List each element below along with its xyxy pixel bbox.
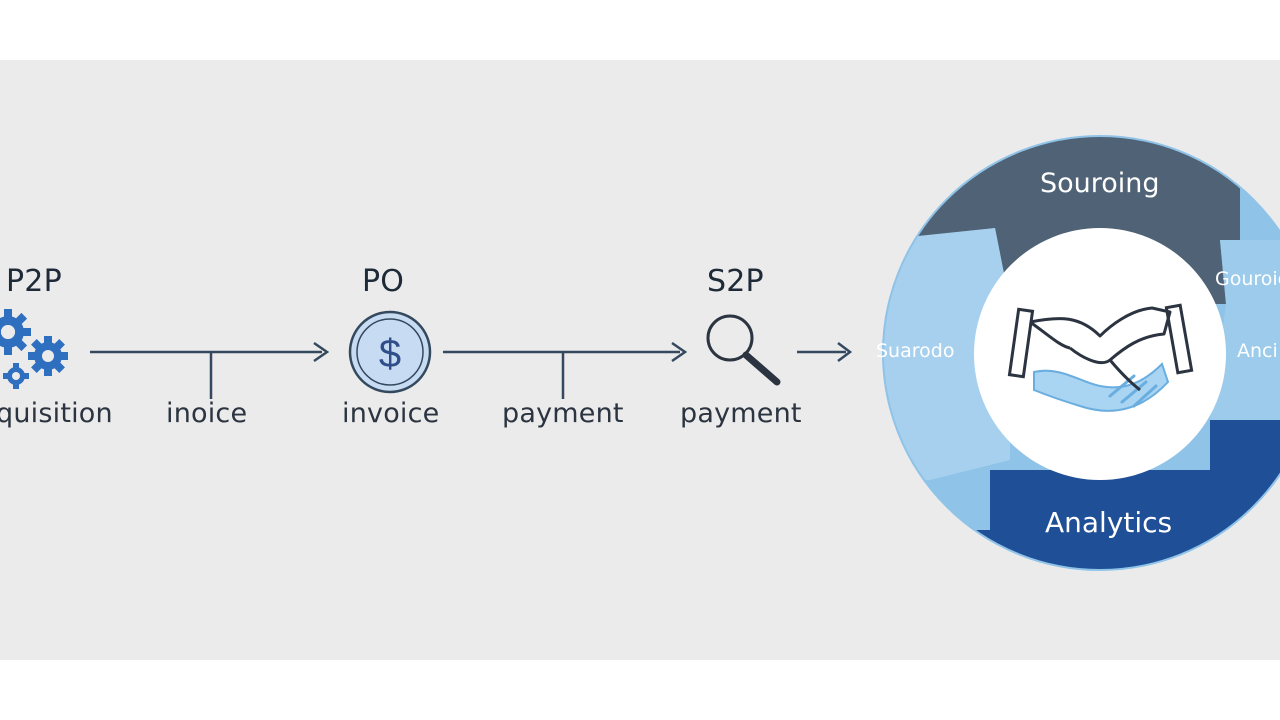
connector-label-1: inoice bbox=[166, 398, 248, 429]
dollar-coin-icon: $ bbox=[348, 310, 432, 394]
cycle-segment-left bbox=[883, 228, 1010, 480]
stage-subtitle-po: invoice bbox=[342, 398, 440, 429]
connector-po-s2p bbox=[443, 341, 688, 399]
stage-title-po: PO bbox=[362, 264, 405, 299]
connector-p2p-po bbox=[90, 341, 330, 399]
diagram-graphics: $ bbox=[0, 135, 1280, 571]
stage-title-s2p: S2P bbox=[707, 264, 764, 299]
cycle-label-right-lower: Anci bbox=[1237, 340, 1278, 362]
cycle-label-bottom: Analytics bbox=[1045, 506, 1173, 539]
handshake-icon bbox=[1007, 303, 1194, 412]
stage-subtitle-s2p: payment bbox=[680, 398, 802, 429]
cycle-label-left: Suarodo bbox=[876, 340, 955, 362]
arrow-right-icon bbox=[797, 342, 853, 362]
cycle-label-right: Gouroie bbox=[1215, 268, 1280, 290]
magnifier-icon bbox=[706, 314, 781, 386]
stage-subtitle-p2p: quisition bbox=[0, 398, 113, 429]
connector-label-2: payment bbox=[502, 398, 624, 429]
stage-title-p2p: P2P bbox=[6, 264, 62, 299]
cycle-label-top: Souroing bbox=[1040, 168, 1160, 199]
cycle-center bbox=[974, 228, 1226, 480]
gears-icon bbox=[0, 309, 68, 389]
diagram-panel: $ bbox=[0, 60, 1280, 660]
cycle-ring bbox=[882, 135, 1280, 571]
svg-text:$: $ bbox=[379, 332, 401, 376]
